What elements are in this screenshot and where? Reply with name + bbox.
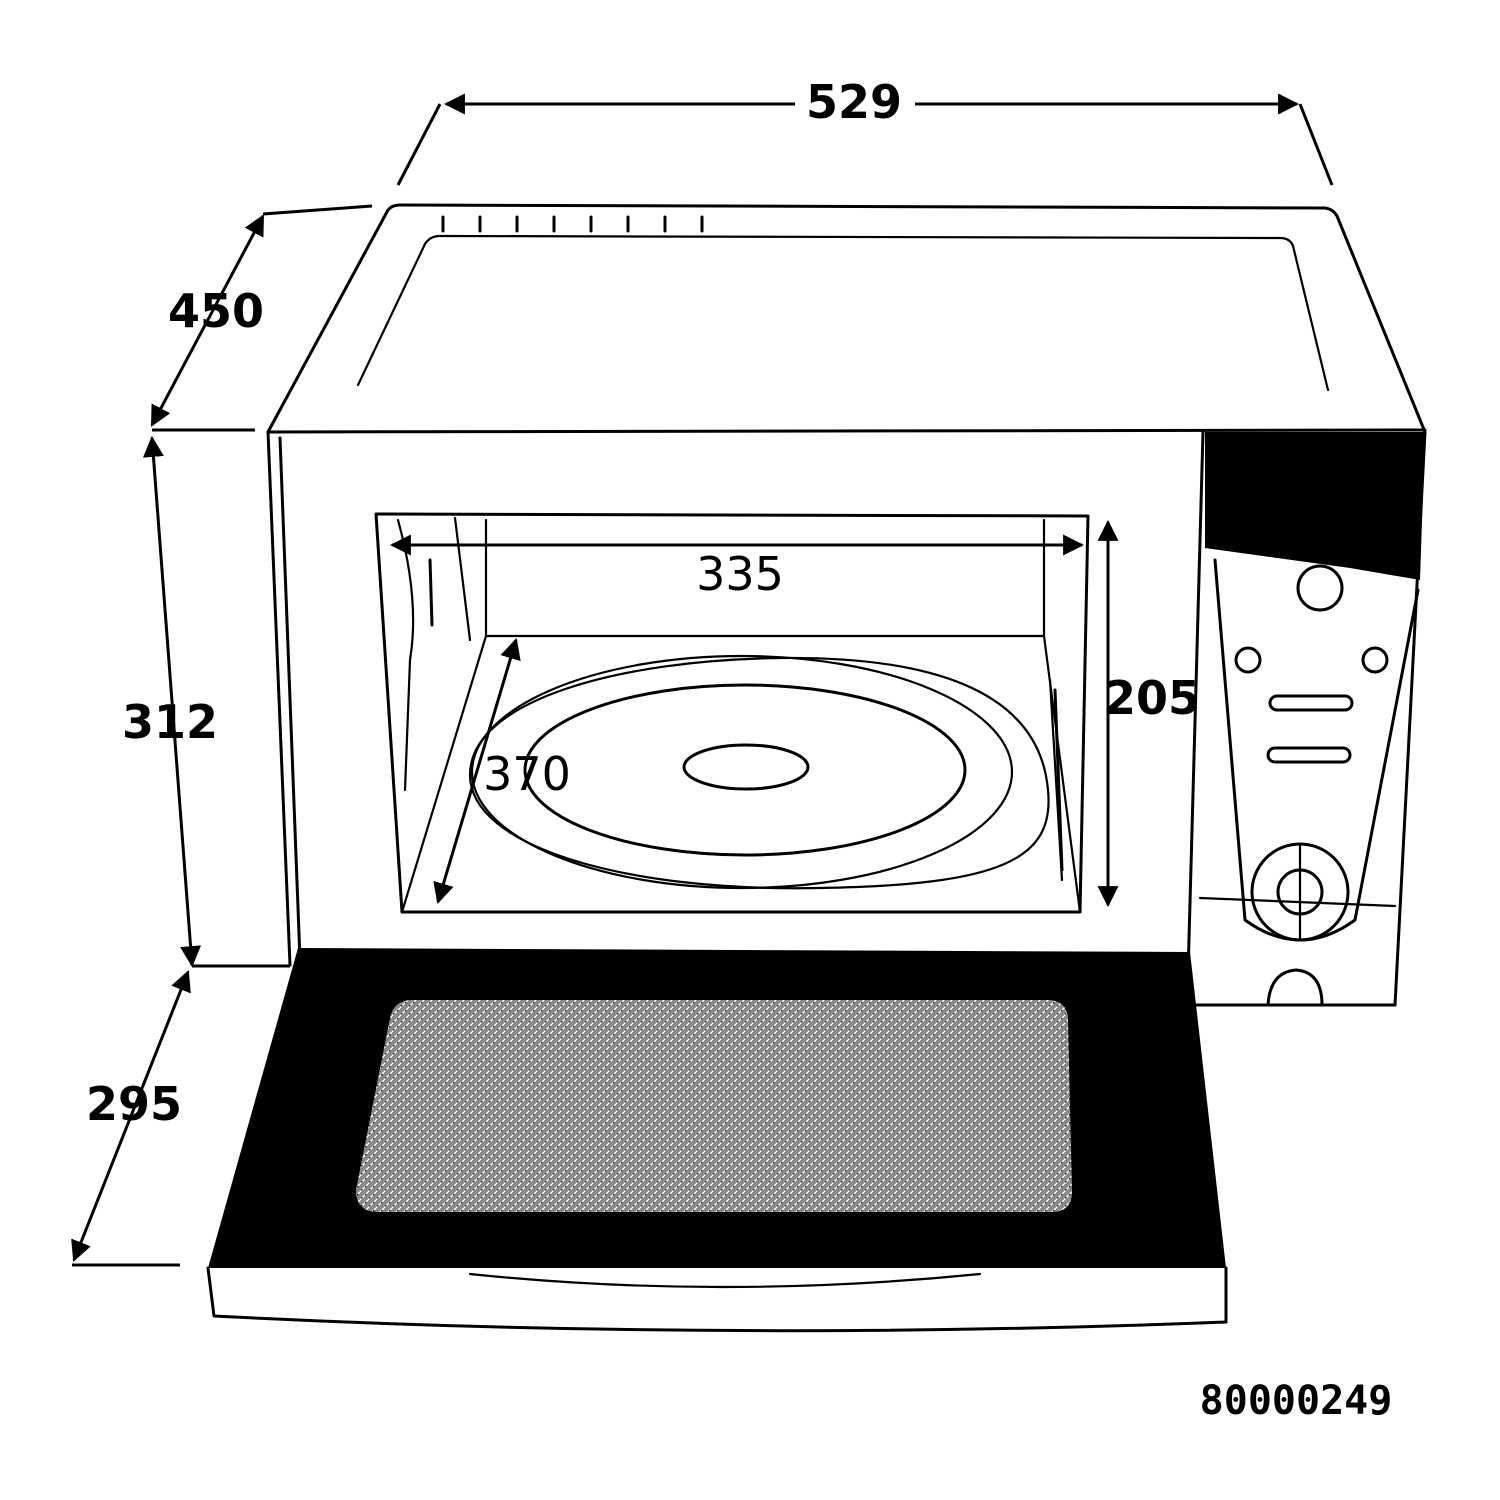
reference-number: 80000249 — [1200, 1378, 1393, 1424]
control-slot-1 — [1268, 694, 1354, 712]
control-panel — [1198, 432, 1425, 1007]
dimension-lines — [71, 93, 1334, 1267]
open-door — [206, 948, 1228, 1333]
width-label: 529 — [806, 75, 902, 129]
dimension-labels: 529 450 312 295 335 205 370 80000249 — [86, 75, 1392, 1424]
height-label: 312 — [122, 695, 218, 749]
microwave-body — [266, 203, 1427, 1007]
cavity-width-label: 335 — [696, 547, 784, 601]
oven-cavity — [374, 512, 1090, 914]
control-button-right — [1361, 646, 1389, 674]
vent-slits — [441, 215, 704, 233]
door-depth-label: 295 — [86, 1077, 182, 1131]
control-slot-2 — [1266, 746, 1352, 764]
control-button-left — [1234, 646, 1262, 674]
display-panel — [1205, 432, 1425, 580]
cavity-height-label: 205 — [1104, 671, 1200, 725]
door-window — [356, 1000, 1072, 1212]
door-release-button — [1266, 968, 1324, 1007]
cavity-depth-label: 370 — [483, 747, 571, 801]
control-button-top — [1296, 564, 1344, 612]
depth-label: 450 — [168, 284, 264, 338]
